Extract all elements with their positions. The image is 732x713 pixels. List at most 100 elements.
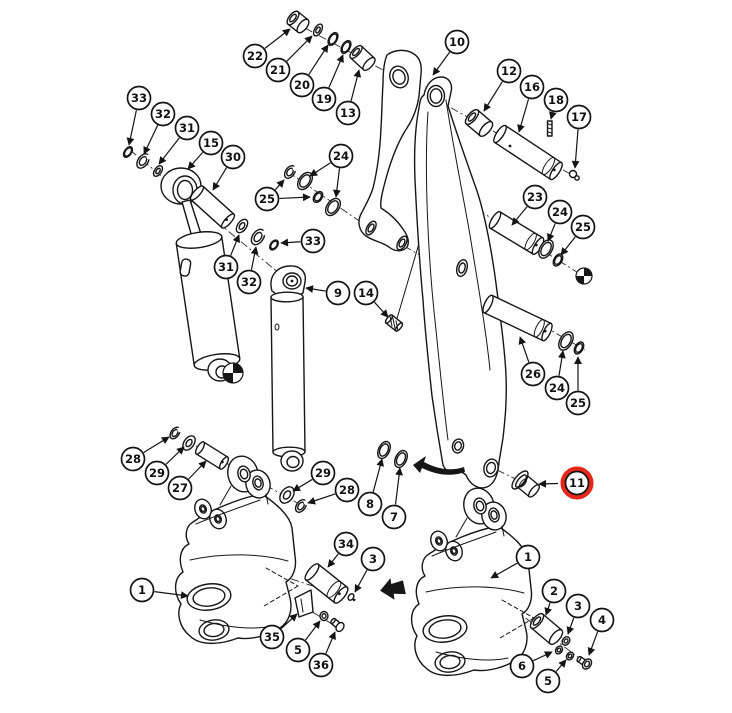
callout-8[interactable]: 8 [359, 459, 383, 516]
orientation-marker-icon [576, 268, 592, 284]
bushing-part-11 [509, 468, 541, 498]
svg-text:28: 28 [125, 452, 141, 466]
svg-text:17: 17 [571, 110, 587, 124]
callout-19[interactable]: 19 [313, 55, 344, 111]
roll-pin-part-18 [548, 121, 553, 136]
svg-text:11: 11 [569, 476, 585, 490]
svg-text:12: 12 [501, 64, 517, 78]
svg-text:7: 7 [390, 510, 398, 524]
svg-text:28: 28 [339, 483, 355, 497]
callout-34[interactable]: 34 [328, 533, 358, 568]
svg-text:21: 21 [270, 63, 286, 77]
svg-text:25: 25 [259, 192, 275, 206]
svg-text:16: 16 [524, 80, 540, 94]
callout-32[interactable]: 32 [144, 103, 175, 155]
svg-text:32: 32 [241, 275, 257, 289]
nut-washer-chain-22-13 [285, 9, 377, 72]
callout-24[interactable]: 24 [310, 145, 353, 198]
svg-text:9: 9 [334, 286, 342, 300]
pivot-pin-part-16 [492, 124, 565, 182]
svg-text:14: 14 [358, 286, 374, 300]
swing-tower-right-part-1 [412, 485, 534, 676]
callout-10[interactable]: 10 [433, 31, 469, 76]
svg-text:3: 3 [369, 552, 377, 566]
callout-4[interactable]: 4 [589, 609, 614, 656]
swing-tower-left-part-1 [176, 453, 298, 644]
callout-14[interactable]: 14 [355, 282, 389, 318]
svg-text:31: 31 [218, 260, 234, 274]
washer-part-5-left [320, 612, 328, 621]
callout-2[interactable]: 2 [543, 580, 566, 616]
svg-text:5: 5 [544, 674, 552, 688]
bolt-part-4 [576, 656, 593, 671]
callout-18[interactable]: 18 [545, 89, 568, 120]
washer-part-6 [554, 645, 564, 656]
svg-text:29: 29 [149, 466, 165, 480]
center-cylinder-part-9 [271, 266, 305, 471]
washer-part-5-right [565, 651, 575, 662]
callout-13[interactable]: 13 [337, 70, 360, 125]
svg-text:20: 20 [294, 78, 310, 92]
callout-33[interactable]: 33 [281, 230, 325, 253]
grease-fitting-part-17 [570, 171, 580, 181]
svg-text:13: 13 [340, 106, 356, 120]
svg-text:2: 2 [550, 584, 558, 598]
washer-chain-24-25-left [282, 164, 343, 219]
callout-17[interactable]: 17 [568, 106, 591, 169]
callout-24[interactable]: 24 [548, 201, 572, 242]
svg-text:33: 33 [305, 234, 321, 248]
svg-text:5: 5 [294, 643, 302, 657]
callout-11[interactable]: 11 [539, 470, 590, 496]
svg-text:18: 18 [548, 93, 564, 107]
callout-36[interactable]: 36 [310, 632, 336, 677]
orientation-marker-icon [223, 363, 243, 383]
boom-weldment-part-10 [415, 77, 507, 488]
direction-arrow-icon [379, 576, 407, 601]
svg-text:24: 24 [552, 205, 568, 219]
fitting-part-3-left [347, 593, 355, 602]
callout-25[interactable]: 25 [567, 357, 590, 415]
callout-3[interactable]: 3 [355, 548, 385, 593]
callout-26[interactable]: 26 [520, 337, 545, 386]
svg-text:24: 24 [549, 381, 565, 395]
svg-text:23: 23 [527, 190, 543, 204]
svg-text:15: 15 [203, 136, 219, 150]
boom-pivot-link [359, 50, 421, 251]
svg-text:10: 10 [449, 35, 465, 49]
svg-text:33: 33 [131, 91, 147, 105]
svg-text:8: 8 [366, 497, 374, 511]
svg-text:36: 36 [313, 658, 329, 672]
svg-text:31: 31 [179, 121, 195, 135]
callout-3[interactable]: 3 [567, 595, 590, 635]
callout-23[interactable]: 23 [512, 186, 547, 226]
svg-text:35: 35 [264, 630, 280, 644]
svg-text:22: 22 [247, 49, 263, 63]
svg-text:3: 3 [574, 599, 582, 613]
svg-text:34: 34 [338, 537, 354, 551]
svg-text:26: 26 [525, 367, 541, 381]
svg-text:25: 25 [570, 396, 586, 410]
svg-text:30: 30 [225, 150, 241, 164]
callout-33[interactable]: 33 [128, 87, 151, 146]
collar-part-12 [463, 108, 495, 139]
seal-rings-33-32-31 [122, 145, 165, 178]
callout-16[interactable]: 16 [519, 76, 544, 133]
svg-text:29: 29 [315, 466, 331, 480]
bolt-part-36 [330, 618, 346, 633]
callout-24[interactable]: 24 [546, 351, 569, 400]
callout-5[interactable]: 5 [537, 660, 567, 693]
callout-7[interactable]: 7 [383, 468, 406, 529]
svg-text:25: 25 [575, 220, 591, 234]
wedge-part-35 [295, 590, 313, 617]
callout-27[interactable]: 27 [169, 461, 207, 500]
seal-rings-31-32-33 [234, 217, 280, 251]
callout-12[interactable]: 12 [484, 60, 521, 112]
bushing-part-2 [528, 612, 565, 647]
callout-32[interactable]: 32 [238, 247, 261, 294]
svg-text:1: 1 [138, 583, 146, 597]
callout-9[interactable]: 9 [306, 282, 350, 305]
svg-text:6: 6 [518, 659, 526, 673]
svg-text:1: 1 [524, 550, 532, 564]
